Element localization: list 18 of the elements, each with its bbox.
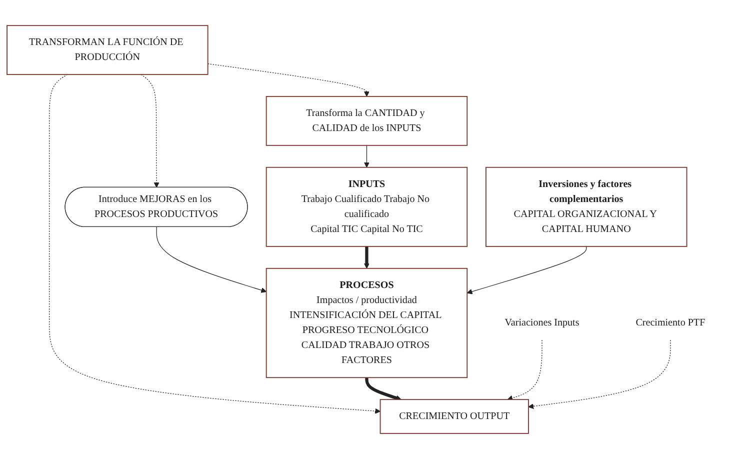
arrow	[507, 340, 542, 401]
arrow	[365, 378, 402, 401]
arrow	[364, 145, 370, 168]
node-box: Transforma la CANTIDAD y CALIDAD de los INPUTS	[266, 96, 468, 146]
arrow	[156, 226, 267, 293]
arrow	[528, 340, 671, 410]
node-text: Variaciones Inputs	[504, 317, 580, 328]
node-text: Crecimiento PTF	[636, 317, 706, 328]
arrow	[140, 74, 160, 188]
arrow	[466, 246, 587, 294]
node-box: INPUTS Trabajo Cualificado Trabajo No cualificado Capital TIC Capital No TIC	[266, 166, 468, 247]
node-box: CRECIMIENTO OUTPUT	[380, 399, 529, 434]
arrow	[364, 246, 370, 269]
arrow	[208, 63, 370, 97]
node-box: PROCESOS Impactos / productividad INTENSIFICACIÓN DEL CAPITAL PROGRESO TECNOLÓGICO CALIDAD TRABAJO OTROS FACTORES	[266, 268, 468, 378]
node-box: Inversiones y factores complementarios CAPITAL ORGANIZACIONAL Y CAPITAL HUMANO	[485, 166, 688, 247]
node-box: TRANSFORMAN LA FUNCIÓN DE PRODUCCIÓN	[6, 25, 208, 75]
arrow	[49, 74, 381, 414]
